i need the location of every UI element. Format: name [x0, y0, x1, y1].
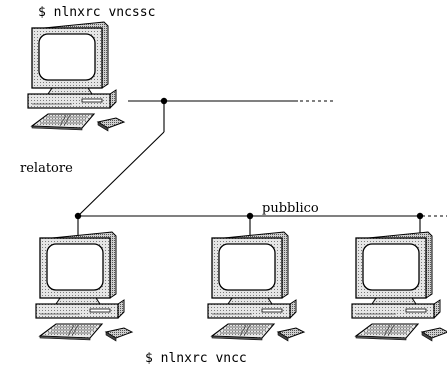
speaker-computer — [27, 21, 125, 132]
audience-computer-1 — [35, 231, 133, 342]
audience-label: pubblico — [262, 201, 319, 216]
junction-top — [160, 97, 168, 105]
bottom-command-text: $ nlnxrc vncc — [145, 351, 247, 366]
audience-computer-2 — [207, 231, 305, 342]
network-cables — [77, 100, 447, 238]
top-command-text: $ nlnxrc vncssc — [38, 5, 155, 20]
network-junctions — [74, 97, 424, 220]
speaker-label: relatore — [20, 161, 73, 176]
audience-computer-3 — [351, 231, 447, 342]
junction-right — [416, 212, 424, 220]
junction-middle — [246, 212, 254, 220]
junction-left — [74, 212, 82, 220]
cable-diagonal — [77, 131, 165, 217]
